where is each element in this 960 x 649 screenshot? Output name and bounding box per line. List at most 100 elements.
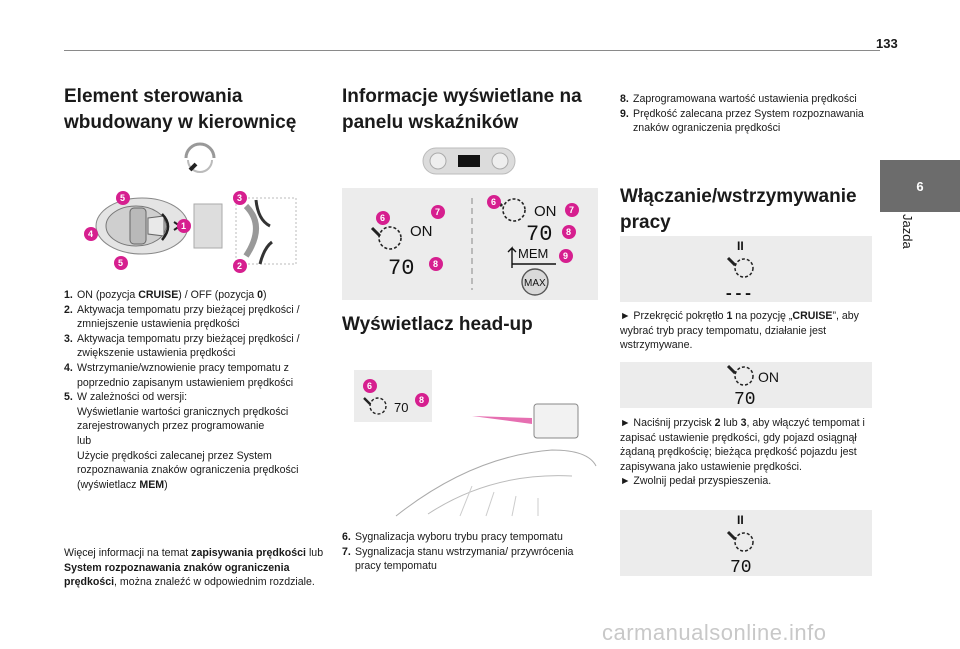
cruise-arrow-icon bbox=[726, 256, 737, 267]
text-part: , można znaleźć w odpowiednim rozdziale. bbox=[114, 576, 315, 589]
instrument-panel-figure: ON 70 ON 70 MEM MAX 6 7 8 6 7 8 9 bbox=[342, 188, 598, 300]
cruise-arrow-icon bbox=[726, 530, 737, 541]
item-number: 9. bbox=[620, 107, 629, 120]
speedometer-icon bbox=[369, 397, 387, 415]
badge-7-label: 7 bbox=[435, 207, 440, 217]
list-item: 2. Aktywacja tempomatu przy bieżącej prę… bbox=[64, 303, 326, 332]
paused-display-figure: II --- bbox=[620, 236, 872, 303]
badge-6b-label: 6 bbox=[491, 197, 496, 207]
steering-wheel-icon bbox=[184, 142, 216, 173]
badge-3 bbox=[233, 191, 247, 205]
badge-8b bbox=[562, 225, 576, 239]
on-text: ON bbox=[534, 203, 557, 220]
cruise-arrow-icon bbox=[370, 226, 382, 238]
indicators-list-cont: 8. Zaprogramowana wartość ustawienia prę… bbox=[620, 92, 872, 136]
on-text: ON bbox=[758, 369, 779, 385]
list-item: 1. ON (pozycja CRUISE) / OFF (pozycja 0) bbox=[64, 288, 326, 303]
header-rule bbox=[64, 50, 880, 51]
text-part: ”, aby wybrać tryb pracy tempomatu, dzia… bbox=[620, 310, 859, 352]
list-item: 4. Wstrzymanie/wznowienie pracy tempomat… bbox=[64, 361, 326, 390]
badge-5-bottom-label: 5 bbox=[118, 258, 123, 268]
list-item: 3. Aktywacja tempomatu przy bieżącej prę… bbox=[64, 332, 326, 361]
badge-8-hud bbox=[415, 393, 429, 407]
badge-4-label: 4 bbox=[88, 229, 93, 239]
badge-8-label: 8 bbox=[433, 259, 438, 269]
text-bold: 3 bbox=[740, 417, 747, 429]
item-text: W zależności od wersji: Wyświetlanie war… bbox=[77, 390, 326, 492]
item-text: Zaprogramowana wartość ustawienia prędko… bbox=[633, 93, 857, 105]
cruise-arrow-icon bbox=[363, 397, 371, 405]
badge-5-top-label: 5 bbox=[120, 193, 125, 203]
item-text: Aktywacja tempomatu przy bieżącej prędko… bbox=[77, 303, 300, 331]
badge-6 bbox=[376, 211, 390, 225]
page-number: 133 bbox=[876, 36, 898, 51]
item-bold: CRUISE bbox=[138, 289, 179, 301]
speed-value: 70 bbox=[526, 222, 552, 247]
text-part: Więcej informacji na temat bbox=[64, 547, 192, 559]
pause-icon: II bbox=[737, 239, 744, 253]
badge-6-label: 6 bbox=[380, 213, 385, 223]
item-number: 7. bbox=[342, 545, 351, 558]
badge-1 bbox=[177, 219, 191, 233]
no-speed-dashes: --- bbox=[724, 285, 753, 302]
badge-7b-label: 7 bbox=[569, 205, 574, 215]
text-part: , aby włączyć tempomat i zapisać ustawie… bbox=[620, 417, 865, 473]
title-line-2: panelu wskaźników bbox=[342, 112, 519, 133]
title-line-1: Włączanie/wstrzymywanie bbox=[620, 186, 857, 207]
link-text[interactable]: zapisywania prędkości bbox=[191, 547, 306, 559]
chapter-tab[interactable]: 6 bbox=[880, 160, 960, 212]
text-bold: 1 bbox=[726, 310, 733, 322]
cruise-stalk-illustration: 5 4 5 1 3 2 bbox=[84, 191, 297, 273]
text-part: lub bbox=[306, 547, 324, 559]
item-text-part: lub bbox=[77, 434, 92, 447]
watermark-footer: carmanualsonline.info bbox=[602, 620, 827, 645]
chapter-label: Jazda bbox=[900, 214, 915, 249]
badge-8b-label: 8 bbox=[566, 227, 571, 237]
item-text-part: ) bbox=[263, 289, 267, 301]
item-bold: 0 bbox=[257, 289, 264, 301]
section-title-instrument-panel: Informacje wyświetlane na panelu wskaźni… bbox=[342, 84, 600, 136]
instrument-panel-display: ON 70 ON 70 MEM MAX 6 7 8 6 7 8 9 bbox=[370, 195, 579, 296]
item-text: ON (pozycja CRUISE) / OFF (pozycja 0) bbox=[77, 288, 326, 303]
instruction-1: ► Przekręcić pokrętło 1 na pozycję „CRUI… bbox=[620, 309, 872, 353]
speed-value: 70 bbox=[730, 558, 752, 576]
item-text-part: Użycie prędkości zalecanej przez System … bbox=[77, 449, 299, 491]
badge-2-label: 2 bbox=[237, 261, 242, 271]
item-text-part: ) bbox=[164, 478, 168, 491]
speedometer-icon bbox=[378, 226, 402, 250]
item-bold: MEM bbox=[139, 478, 165, 491]
item-number: 2. bbox=[64, 303, 73, 316]
resumed-display-figure: II 70 bbox=[620, 510, 872, 578]
badge-6-hud bbox=[363, 379, 377, 393]
instruction-2: ► Naciśnij przycisk 2 lub 3, aby włączyć… bbox=[620, 416, 872, 489]
section-title-steering-control: Element sterowania wbudowany w kierownic… bbox=[64, 84, 326, 136]
speedometer-icon bbox=[734, 366, 754, 386]
list-item: 5. W zależności od wersji: Wyświetlanie … bbox=[64, 390, 326, 492]
active-display-figure: ON 70 bbox=[620, 362, 872, 410]
badge-9 bbox=[559, 249, 573, 263]
badge-8-hud-label: 8 bbox=[419, 395, 424, 405]
section-title-on-off: Włączanie/wstrzymywanie pracy bbox=[620, 184, 876, 236]
speedometer-icon bbox=[734, 258, 754, 278]
link-text[interactable]: System rozpoznawania znaków ograniczenia… bbox=[64, 561, 290, 589]
text-part: lub bbox=[720, 417, 741, 429]
item-text: Prędkość zalecana przez System rozpoznaw… bbox=[633, 107, 864, 135]
badge-1-label: 1 bbox=[181, 221, 186, 231]
item-text: Wstrzymanie/wznowienie pracy tempomatu z… bbox=[77, 361, 294, 389]
title-line-2: wbudowany w kierownicę bbox=[64, 112, 297, 133]
badge-7 bbox=[431, 205, 445, 219]
chapter-number: 6 bbox=[916, 178, 924, 194]
item-number: 5. bbox=[64, 391, 73, 404]
max-button-icon bbox=[521, 268, 549, 296]
cruise-arrow-icon bbox=[726, 364, 737, 375]
speed-value: 70 bbox=[388, 256, 414, 281]
item-number: 3. bbox=[64, 332, 73, 345]
section-title-hud: Wyświetlacz head-up bbox=[342, 314, 533, 335]
badge-3-label: 3 bbox=[237, 193, 242, 203]
title-line-2: pracy bbox=[620, 212, 671, 233]
item-text-part: Wyświetlanie wartości granicznych prędko… bbox=[77, 405, 289, 433]
list-item: 7. Sygnalizacja stanu wstrzymania/ przyw… bbox=[342, 545, 600, 574]
text-bold: CRUISE bbox=[792, 310, 833, 322]
speed-value: 70 bbox=[734, 390, 756, 408]
speedometer-icon bbox=[734, 532, 754, 552]
